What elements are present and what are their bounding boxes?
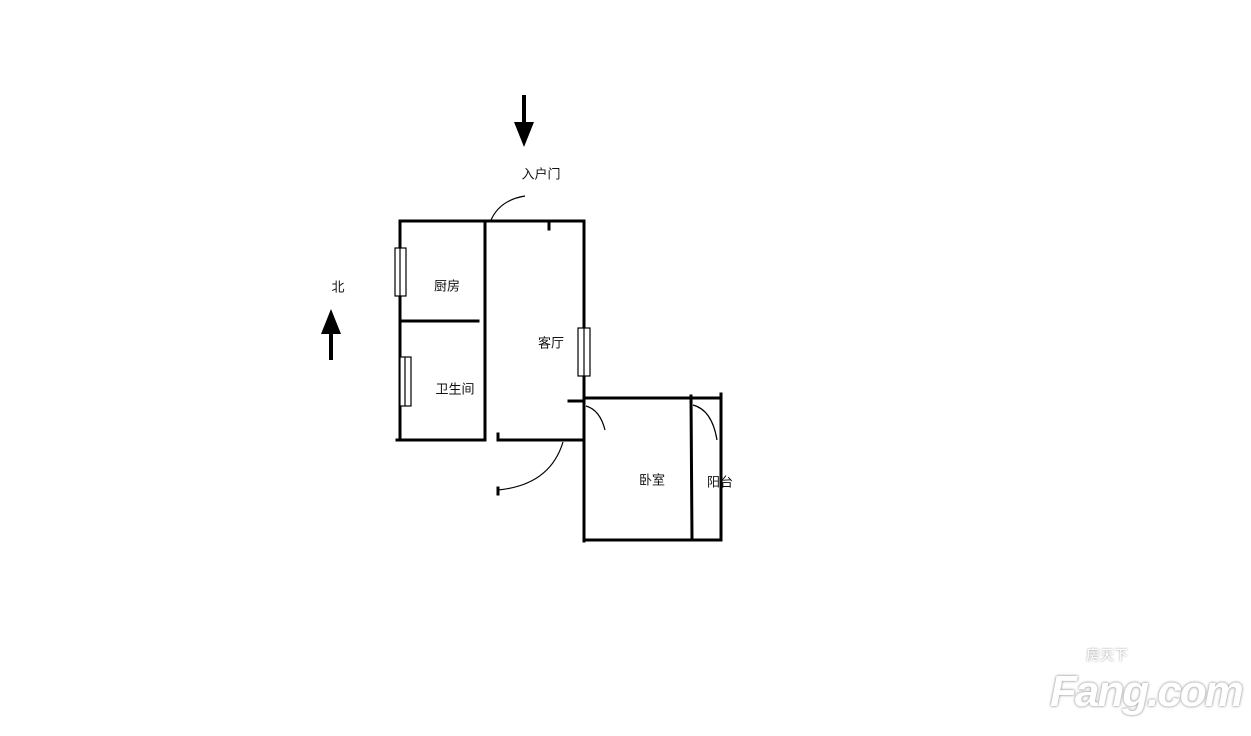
watermark-brand: Fang.com [1050, 667, 1244, 716]
door-arc-entrance [490, 195, 526, 221]
door-arc-bedroom [585, 405, 606, 431]
wall-balcony-divider [689, 394, 694, 542]
door-arc-balcony [692, 404, 718, 441]
watermark-brand-cn: 房天下 [1086, 648, 1128, 664]
door-arc-living [497, 441, 564, 491]
label-bathroom: 卫生间 [435, 382, 475, 398]
label-kitchen: 厨房 [433, 279, 461, 295]
label-living-room: 客厅 [537, 336, 565, 352]
label-entrance: 入户门 [521, 167, 561, 183]
label-north: 北 [331, 280, 345, 296]
arrow-down-icon [514, 95, 534, 147]
label-balcony: 阳台 [706, 475, 734, 491]
north-arrow-icon [321, 309, 341, 360]
label-bedroom: 卧室 [638, 473, 666, 489]
watermark-logo: 房天下 Fang.com [1050, 648, 1244, 728]
